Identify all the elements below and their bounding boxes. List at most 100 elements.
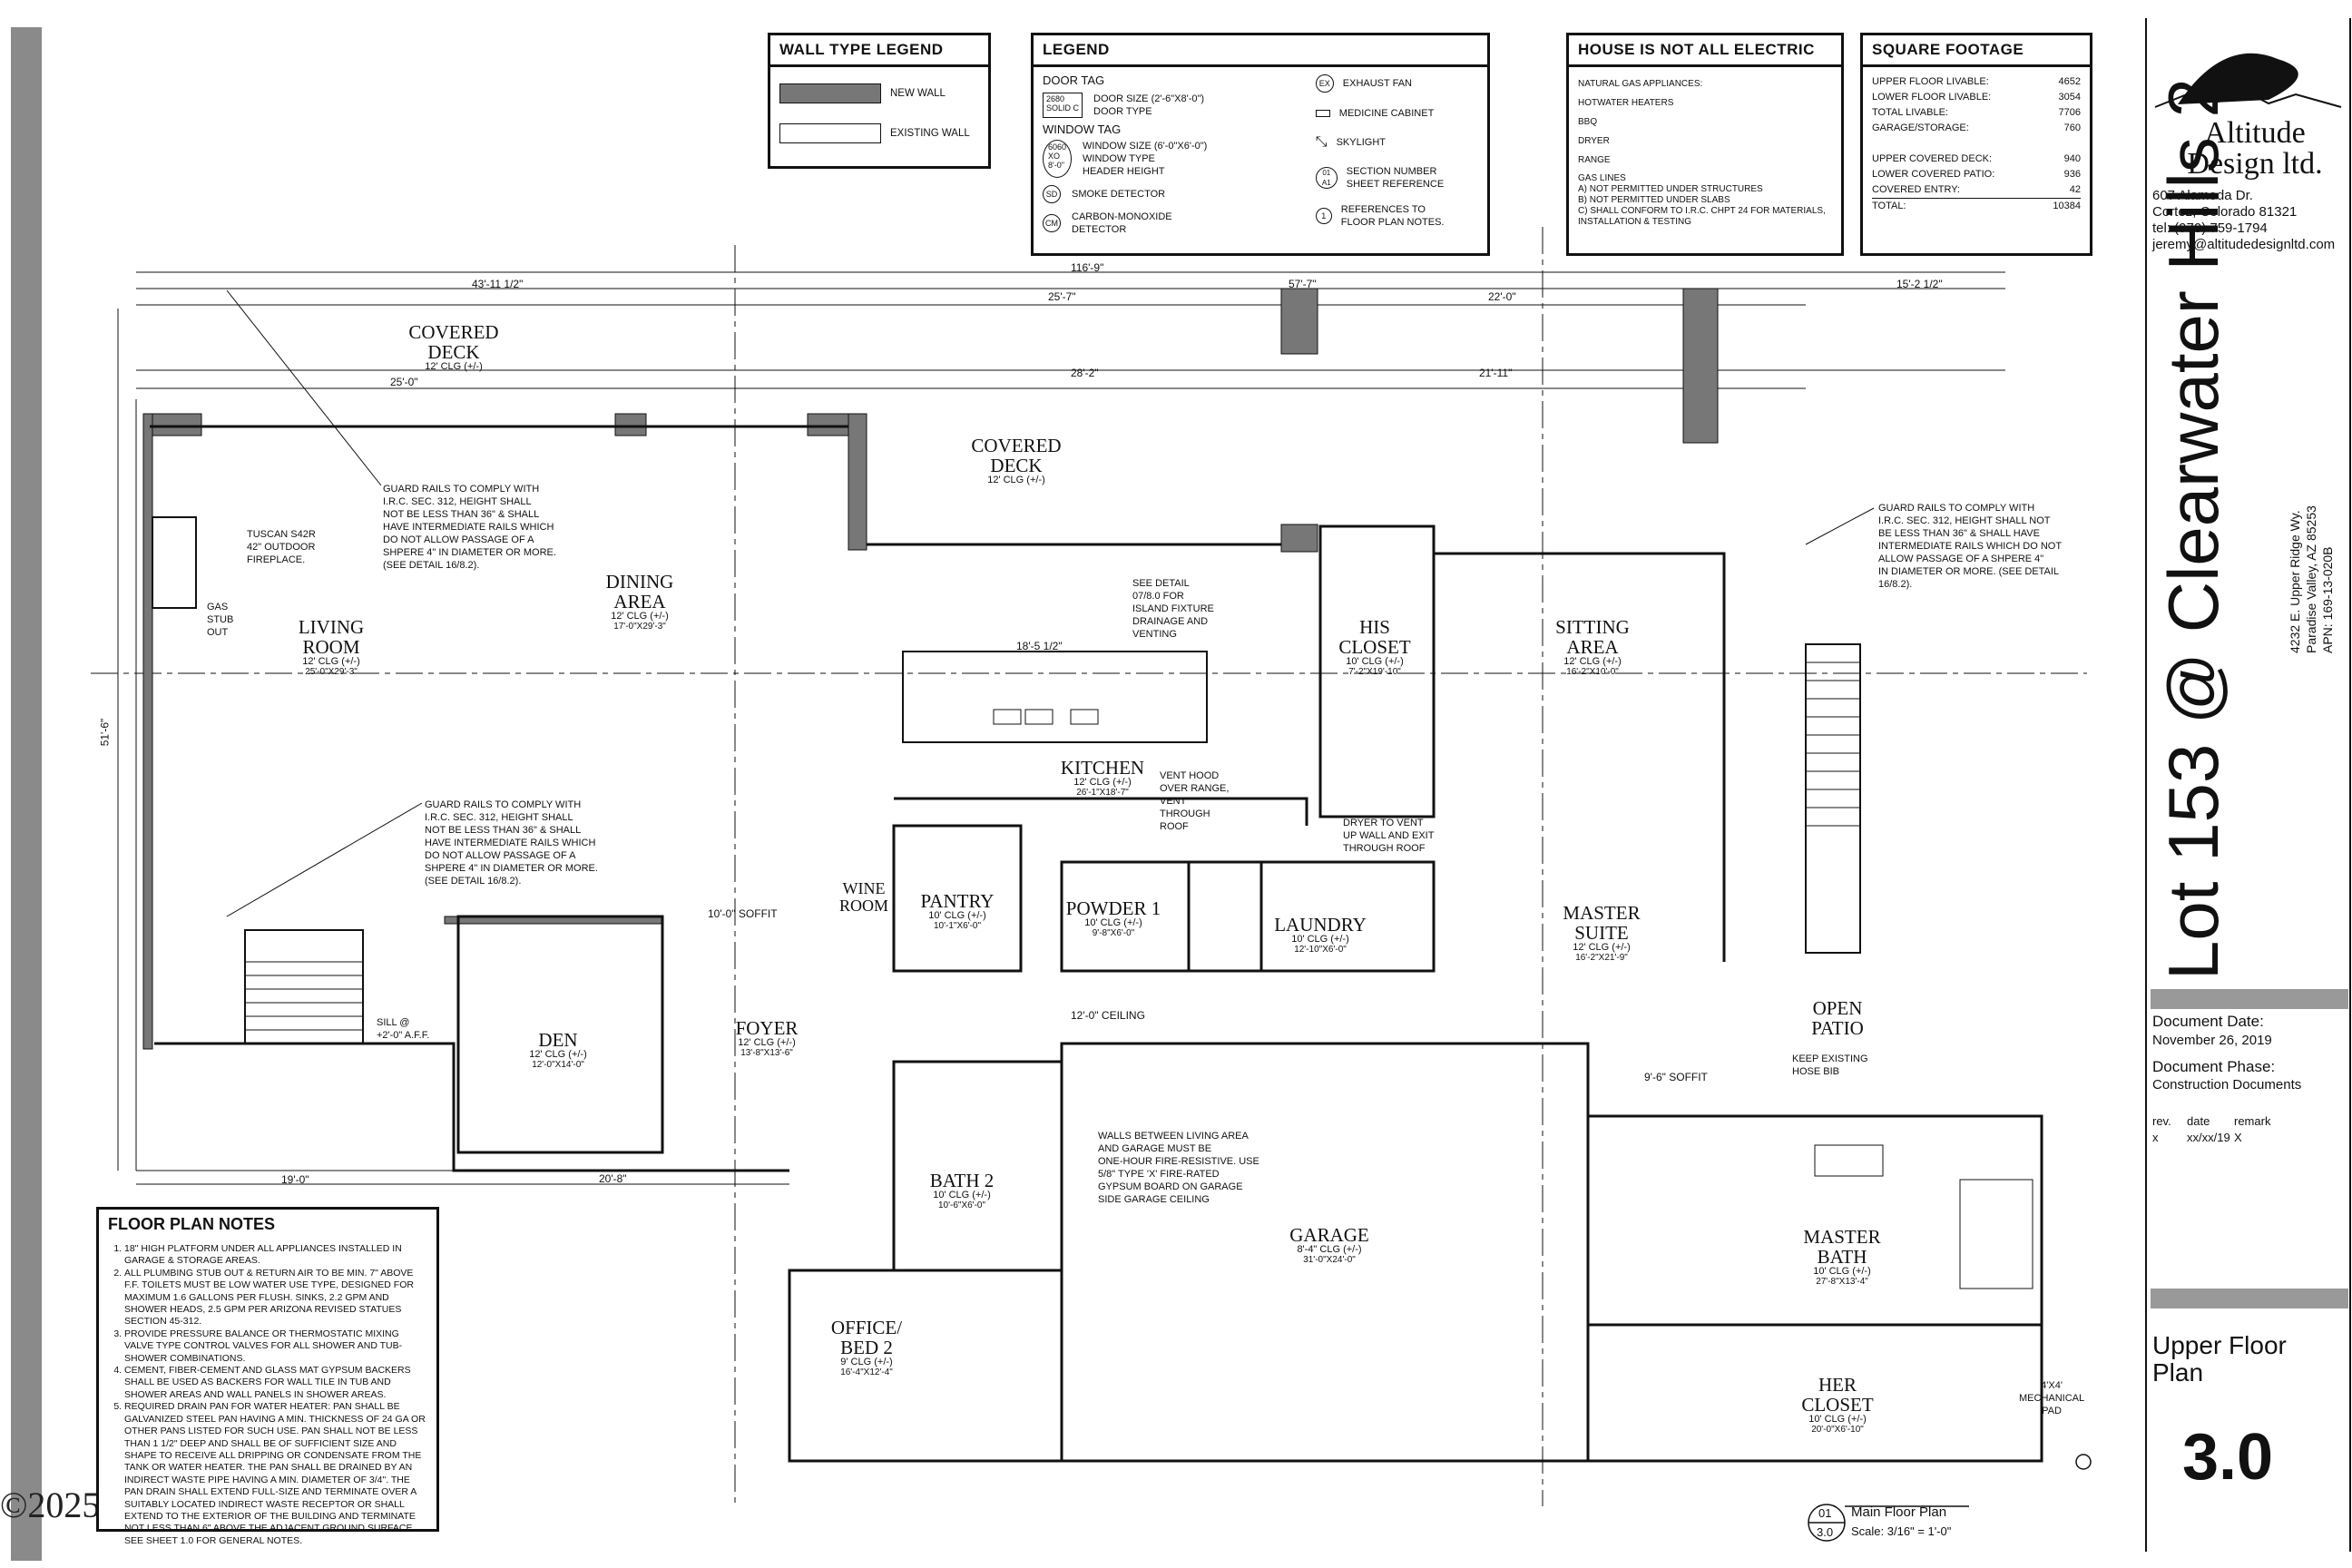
- section-label: SECTION NUMBER SHEET REFERENCE: [1346, 166, 1445, 190]
- medicine-cabinet-label: MEDICINE CABINET: [1338, 108, 1435, 119]
- scale-label: Scale: 3/16" = 1'-0": [1851, 1524, 1952, 1538]
- dim-text: 57'-7": [1289, 278, 1317, 290]
- company-city: Cortez, Colorado 81321: [2152, 204, 2298, 220]
- skylight-icon: ⤡: [1315, 134, 1328, 150]
- electric-line: BBQ: [1578, 117, 1598, 127]
- new-wall-label: NEW WALL: [890, 87, 946, 99]
- window-tag-label: WINDOW TAG: [1043, 122, 1122, 136]
- sqft-row: TOTAL:10384: [1872, 198, 2081, 214]
- door-tag-label: DOOR TAG: [1043, 74, 1105, 87]
- dim-text: 21'-11": [1479, 367, 1513, 379]
- sqft-row: UPPER COVERED DECK:940: [1872, 153, 2081, 164]
- legend: LEGEND DOOR TAG 2680 SOLID C DOOR SIZE (…: [1031, 33, 1490, 256]
- electric-title: HOUSE IS NOT ALL ELECTRIC: [1569, 35, 1841, 67]
- doc-phase: Construction Documents: [2152, 1077, 2302, 1093]
- section-sheet: 3.0: [1817, 1525, 1834, 1539]
- dim-text: 43'-11 1/2": [472, 278, 524, 290]
- note-reference-icon: 1: [1315, 208, 1332, 224]
- window-size-label: WINDOW SIZE (6'-0"X6'-0"): [1083, 141, 1208, 152]
- wall-type-legend: WALL TYPE LEGEND NEW WALL EXISTING WALL: [768, 33, 991, 169]
- existing-wall-swatch: [779, 123, 881, 143]
- guard-rail-note-1: GUARD RAILS TO COMPLY WITH I.R.C. SEC. 3…: [383, 484, 556, 571]
- dim-text: 18'-5 1/2": [1016, 640, 1063, 652]
- existing-wall-label: EXISTING WALL: [890, 127, 970, 139]
- date-header: date: [2187, 1114, 2210, 1128]
- co-detector-label: CARBON-MONOXIDE DETECTOR: [1072, 211, 1172, 235]
- company-address: 607 Alameda Dr.: [2152, 188, 2253, 203]
- sqft-row: TOTAL LIVABLE:7706: [1872, 107, 2081, 118]
- electric-line: GAS LINES: [1578, 173, 1626, 183]
- electric-line: DRYER: [1578, 136, 1610, 146]
- hose-bib-note: KEEP EXISTING HOSE BIB: [1792, 1054, 1868, 1077]
- dim-text: 15'-2 1/2": [1896, 278, 1943, 290]
- skylight-label: SKYLIGHT: [1336, 137, 1386, 148]
- smoke-detector-icon: SD: [1043, 185, 1061, 203]
- company-name: Altitude Design ltd.: [2187, 116, 2323, 181]
- company-email: jeremy@altitudedesignltd.com: [2152, 237, 2336, 252]
- vent-hood-note: VENT HOOD OVER RANGE, VENT THROUGH ROOF: [1160, 770, 1230, 832]
- smoke-detector-label: SMOKE DETECTOR: [1072, 189, 1166, 200]
- fireplace-note: TUSCAN S42R 42" OUTDOOR FIREPLACE.: [247, 529, 316, 565]
- window-type-label: WINDOW TYPE: [1083, 153, 1155, 164]
- window-tag-example: 6060 XO 8'-0": [1043, 140, 1073, 178]
- floor-plan-note: PROVIDE PRESSURE BALANCE OR THERMOSTATIC…: [124, 1328, 426, 1365]
- remark-value: X: [2234, 1131, 2242, 1144]
- doc-date-label: Document Date:: [2152, 1013, 2264, 1030]
- section-number: 01: [1818, 1506, 1832, 1520]
- legend-title: LEGEND: [1034, 35, 1487, 67]
- project-address: 4232 E. Upper Ridge Wy. Paradise Valley,…: [2288, 505, 2335, 653]
- company-phone: tel: (970) 759-1794: [2152, 220, 2268, 236]
- door-tag-example: 2680 SOLID C: [1043, 93, 1083, 118]
- rev-value: x: [2152, 1131, 2159, 1144]
- dim-text: 10'-0" SOFFIT: [708, 907, 778, 920]
- electric-notice: HOUSE IS NOT ALL ELECTRIC NATURAL GAS AP…: [1566, 33, 1844, 256]
- dim-text: 19'-0": [281, 1173, 309, 1186]
- floor-plan-notes: FLOOR PLAN NOTES 18" HIGH PLATFORM UNDER…: [96, 1207, 439, 1546]
- floor-plan-note: CEMENT, FIBER-CEMENT AND GLASS MAT GYPSU…: [124, 1365, 426, 1401]
- square-footage-table: SQUARE FOOTAGE UPPER FLOOR LIVABLE:4652 …: [1860, 33, 2092, 256]
- new-wall-swatch: [779, 83, 881, 103]
- floor-plan-notes-title: FLOOR PLAN NOTES: [108, 1215, 275, 1233]
- mechanical-pad-note: 4'X4' MECHANICAL PAD: [2019, 1380, 2085, 1416]
- sqft-row: GARAGE/STORAGE:760: [1872, 122, 2081, 133]
- guard-rail-note-3: GUARD RAILS TO COMPLY WITH I.R.C. SEC. 3…: [1878, 503, 2063, 590]
- gas-stub-note: GAS STUB OUT: [207, 602, 234, 638]
- dim-text: 9'-6" SOFFIT: [1644, 1071, 1708, 1083]
- dim-text: 12'-0" CEILING: [1071, 1009, 1145, 1022]
- header-height-label: HEADER HEIGHT: [1083, 166, 1165, 177]
- floor-plan-note: 18" HIGH PLATFORM UNDER ALL APPLIANCES I…: [124, 1243, 426, 1268]
- left-margin-bar: [0, 0, 51, 1568]
- floor-plan-note: ALL PLUMBING STUB OUT & RETURN AIR TO BE…: [124, 1268, 426, 1328]
- garage-wall-note: WALLS BETWEEN LIVING AREA AND GARAGE MUS…: [1098, 1131, 1259, 1205]
- co-detector-icon: CM: [1043, 214, 1061, 232]
- door-size-label: DOOR SIZE (2'-6"X8'-0"): [1093, 93, 1205, 104]
- electric-line: A) NOT PERMITTED UNDER STRUCTURES: [1578, 184, 1763, 194]
- logo: [2154, 53, 2342, 108]
- sheet-number: 3.0: [2182, 1421, 2274, 1494]
- guard-rail-note-2: GUARD RAILS TO COMPLY WITH I.R.C. SEC. 3…: [425, 799, 598, 887]
- sqft-row: UPPER FLOOR LIVABLE:4652: [1872, 76, 2081, 87]
- exhaust-fan-icon: EX: [1315, 74, 1334, 93]
- island-note: SEE DETAIL 07/8.0 FOR ISLAND FIXTURE DRA…: [1132, 578, 1214, 640]
- dim-text: 22'-0": [1488, 290, 1516, 303]
- electric-line: NATURAL GAS APPLIANCES:: [1578, 79, 1703, 89]
- wall-legend-title: WALL TYPE LEGEND: [770, 35, 988, 67]
- project-title: Lot 153 @ Clearwater Hills 2: [2153, 78, 2233, 980]
- dim-text: 25'-7": [1048, 290, 1076, 303]
- electric-line: RANGE: [1578, 155, 1611, 165]
